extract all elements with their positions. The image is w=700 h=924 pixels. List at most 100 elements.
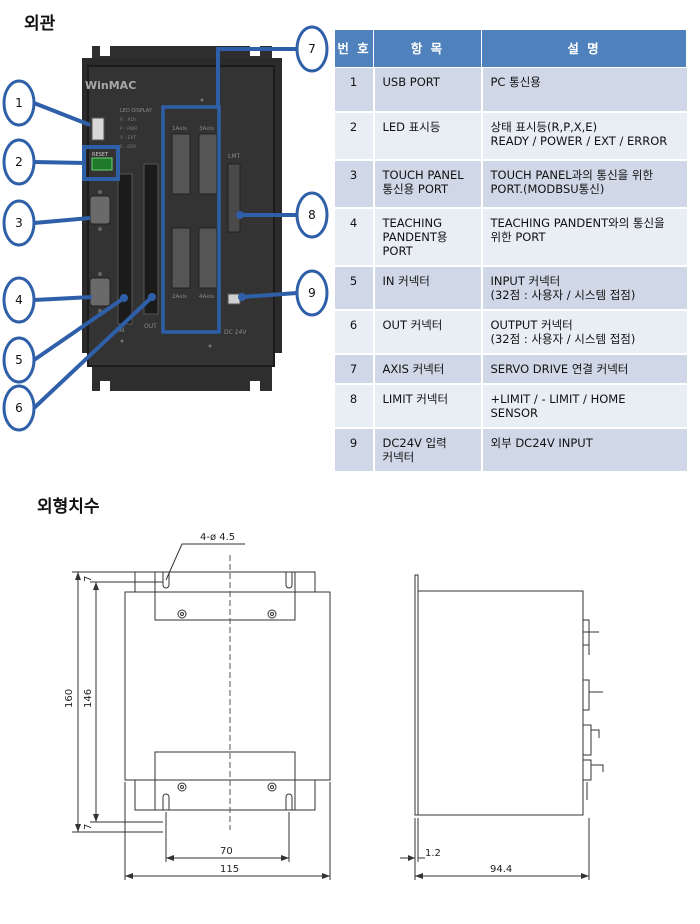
table-row: 1 USB PORT PC 통신용 [334, 67, 687, 113]
table-row: 2 LED 표시등 상태 표시등(R,P,X,E) READY / POWER … [334, 111, 687, 161]
callout-circle-5 [2, 336, 36, 384]
table-row: 3 TOUCH PANEL 통신용 PORT TOUCH PANEL과의 통신을… [334, 159, 687, 209]
row-item: USB PORT [372, 67, 483, 113]
row-item: OUT 커넥터 [372, 309, 483, 355]
led-label-x: X : EXT [120, 135, 136, 141]
out-label: OUT [144, 323, 157, 330]
table-row: 7 AXIS 커넥터 SERVO DRIVE 연결 커넥터 [334, 353, 687, 385]
row-desc: OUTPUT 커넥터 (32점 : 사용자 / 시스템 접점) [481, 309, 687, 355]
led-label-p: P : PWR [120, 126, 137, 132]
limit-connector [227, 163, 241, 233]
axis-connector-1 [171, 133, 191, 195]
axis-label-2: 2Axis [172, 294, 187, 300]
axis-label-3: 3Axis [199, 126, 214, 132]
row-no: 3 [334, 159, 374, 209]
row-no: 5 [334, 265, 374, 311]
callout-circle-3 [2, 199, 36, 247]
side-dimension-drawing: 1.2 94.4 [400, 574, 604, 880]
row-no: 2 [334, 111, 374, 161]
in-connector [117, 173, 133, 325]
axis-connector-2 [171, 227, 191, 289]
row-item: TEACHING PANDENT용 PORT [372, 207, 483, 267]
height-total-label: 160 [64, 689, 75, 708]
row-desc: +LIMIT / - LIMIT / HOME SENSOR [481, 383, 687, 429]
row-desc: PC 통신용 [481, 67, 687, 113]
callout-number-8: 8 [308, 208, 316, 222]
width-total-label: 115 [220, 864, 239, 875]
callout-number-9: 9 [308, 286, 316, 300]
row-no: 4 [334, 207, 374, 267]
out-connector [143, 163, 159, 315]
row-desc: 외부 DC24V INPUT [481, 427, 687, 473]
header-no: 번 호 [334, 29, 374, 68]
led-indicator [91, 157, 113, 171]
row-no: 7 [334, 353, 374, 385]
margin-top-label: 7 [83, 576, 94, 582]
row-no: 6 [334, 309, 374, 355]
teaching-pendant-port [89, 277, 111, 307]
header-desc: 설 명 [481, 29, 687, 68]
callout-circle-9 [295, 269, 329, 317]
reset-label: RESET [92, 152, 109, 158]
row-item: LED 표시등 [372, 111, 483, 161]
usb-port [91, 117, 105, 141]
side-depth-label: 94.4 [490, 864, 512, 875]
axis-label-4: 4Axis [199, 294, 214, 300]
hole-spacing-label: 70 [220, 846, 233, 857]
dimensions-title: 외형치수 [37, 497, 100, 517]
touch-panel-port [89, 195, 111, 225]
callout-circle-8 [295, 191, 329, 239]
table-row: 6 OUT 커넥터 OUTPUT 커넥터 (32점 : 사용자 / 시스템 접점… [334, 309, 687, 355]
callout-number-1: 1 [15, 96, 23, 110]
row-no: 8 [334, 383, 374, 429]
header-item: 항 목 [373, 29, 482, 68]
led-label-r: R : RDY [120, 117, 137, 123]
callout-number-2: 2 [15, 155, 23, 169]
table-row: 9 DC24V 입력 커넥터 외부 DC24V INPUT [334, 427, 687, 473]
row-desc: SERVO DRIVE 연결 커넥터 [481, 353, 687, 385]
row-desc: 상태 표시등(R,P,X,E) READY / POWER / EXT / ER… [481, 111, 687, 161]
row-desc: TEACHING PANDENT와의 통신을 위한 PORT [481, 207, 687, 267]
spec-table-header: 번 호 항 목 설 명 [334, 29, 687, 68]
row-item: AXIS 커넥터 [372, 353, 483, 385]
callout-circle-4 [2, 276, 36, 324]
row-no: 9 [334, 427, 374, 473]
callout-circle-7 [295, 25, 329, 73]
in-label: IN [118, 327, 124, 334]
height-inner-label: 146 [83, 689, 94, 708]
margin-bottom-label: 7 [83, 824, 94, 830]
limit-label: LMT [228, 153, 241, 160]
brand-label: WinMAC [85, 79, 136, 92]
hole-spec-label: 4-ø 4.5 [200, 532, 235, 543]
led-label-e: E : ERR [120, 144, 136, 150]
axis-label-1: 1Axis [172, 126, 187, 132]
callout-circle-1 [2, 79, 36, 127]
device-photo: WinMAC LED DISPLAY R : RDY P : PWR X : E… [82, 46, 282, 391]
power-label: DC 24V [224, 329, 247, 336]
axis-connector-4 [198, 227, 218, 289]
led-caption: LED DISPLAY [120, 108, 153, 114]
row-no: 1 [334, 67, 374, 113]
appearance-title: 외관 [24, 14, 56, 34]
side-thickness-label: 1.2 [425, 848, 441, 859]
callout-circle-6 [2, 384, 36, 432]
row-desc: INPUT 커넥터 (32점 : 사용자 / 시스템 접점) [481, 265, 687, 311]
table-row: 4 TEACHING PANDENT용 PORT TEACHING PANDEN… [334, 207, 687, 267]
callout-number-5: 5 [15, 353, 23, 367]
callout-number-6: 6 [15, 401, 23, 415]
callout-number-7: 7 [308, 42, 316, 56]
axis-connector-3 [198, 133, 218, 195]
front-dimension-drawing: 4-ø 4.5 160 146 7 7 70 115 [64, 532, 331, 880]
row-item: IN 커넥터 [372, 265, 483, 311]
callout-number-3: 3 [15, 216, 23, 230]
row-item: DC24V 입력 커넥터 [372, 427, 483, 473]
table-row: 5 IN 커넥터 INPUT 커넥터 (32점 : 사용자 / 시스템 접점) [334, 265, 687, 311]
callout-number-4: 4 [15, 293, 23, 307]
dc24v-connector [227, 293, 241, 305]
row-item: TOUCH PANEL 통신용 PORT [372, 159, 483, 209]
callout-circle-2 [2, 138, 36, 186]
row-item: LIMIT 커넥터 [372, 383, 483, 429]
spec-table: 번 호 항 목 설 명 1 USB PORT PC 통신용 2 LED 표시등 … [334, 29, 687, 473]
table-row: 8 LIMIT 커넥터 +LIMIT / - LIMIT / HOME SENS… [334, 383, 687, 429]
row-desc: TOUCH PANEL과의 통신을 위한 PORT.(MODBSU통신) [481, 159, 687, 209]
